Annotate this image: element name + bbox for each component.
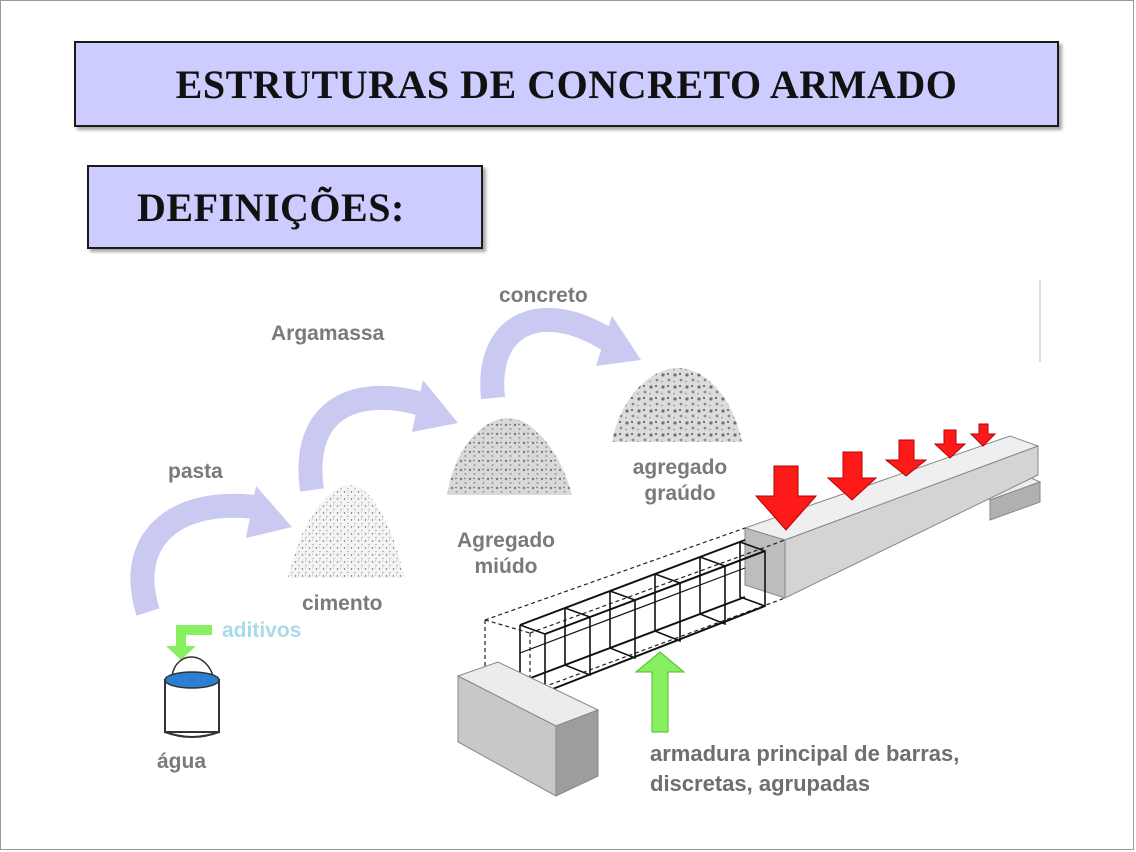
section-heading: DEFINIÇÕES: <box>137 184 405 230</box>
concrete-beam <box>743 435 1040 599</box>
load-arrow-icon <box>754 465 818 531</box>
water-bucket-icon <box>164 656 220 738</box>
label-armadura: armadura principal de barras, discretas,… <box>650 741 960 796</box>
label-concreto: concreto <box>499 284 588 307</box>
concrete-support-near <box>456 661 600 797</box>
agregado-graudo-pile-icon <box>612 368 742 442</box>
agregado-miudo-pile-icon <box>447 418 572 495</box>
label-agua: água <box>157 750 207 773</box>
label-argamassa: Argamassa <box>271 322 385 345</box>
label-agregado-graudo: agregado graúdo <box>632 456 728 505</box>
label-pasta: pasta <box>168 460 223 483</box>
flow-arrow-concreto <box>480 307 641 400</box>
load-arrow-icon <box>933 429 967 459</box>
label-agregado-miudo: Agregado miúdo <box>456 529 555 578</box>
load-arrow-icon <box>826 451 878 501</box>
subtitle-banner: DEFINIÇÕES: <box>87 165 483 249</box>
page-title: ESTRUTURAS DE CONCRETO ARMADO <box>175 61 958 107</box>
flow-arrow-pasta <box>130 486 292 616</box>
flow-arrow-argamassa <box>298 380 458 492</box>
title-banner: ESTRUTURAS DE CONCRETO ARMADO <box>74 41 1059 127</box>
load-arrows <box>754 423 997 531</box>
load-arrow-icon <box>884 439 928 477</box>
cimento-pile-icon <box>288 485 404 578</box>
label-aditivos: aditivos <box>222 619 302 642</box>
reinforcement-arrow-icon <box>634 651 686 733</box>
load-arrow-icon <box>969 423 997 447</box>
aditivos-arrow-icon <box>166 625 212 660</box>
reinforcement-cage <box>519 539 766 694</box>
label-cimento: cimento <box>302 592 383 615</box>
